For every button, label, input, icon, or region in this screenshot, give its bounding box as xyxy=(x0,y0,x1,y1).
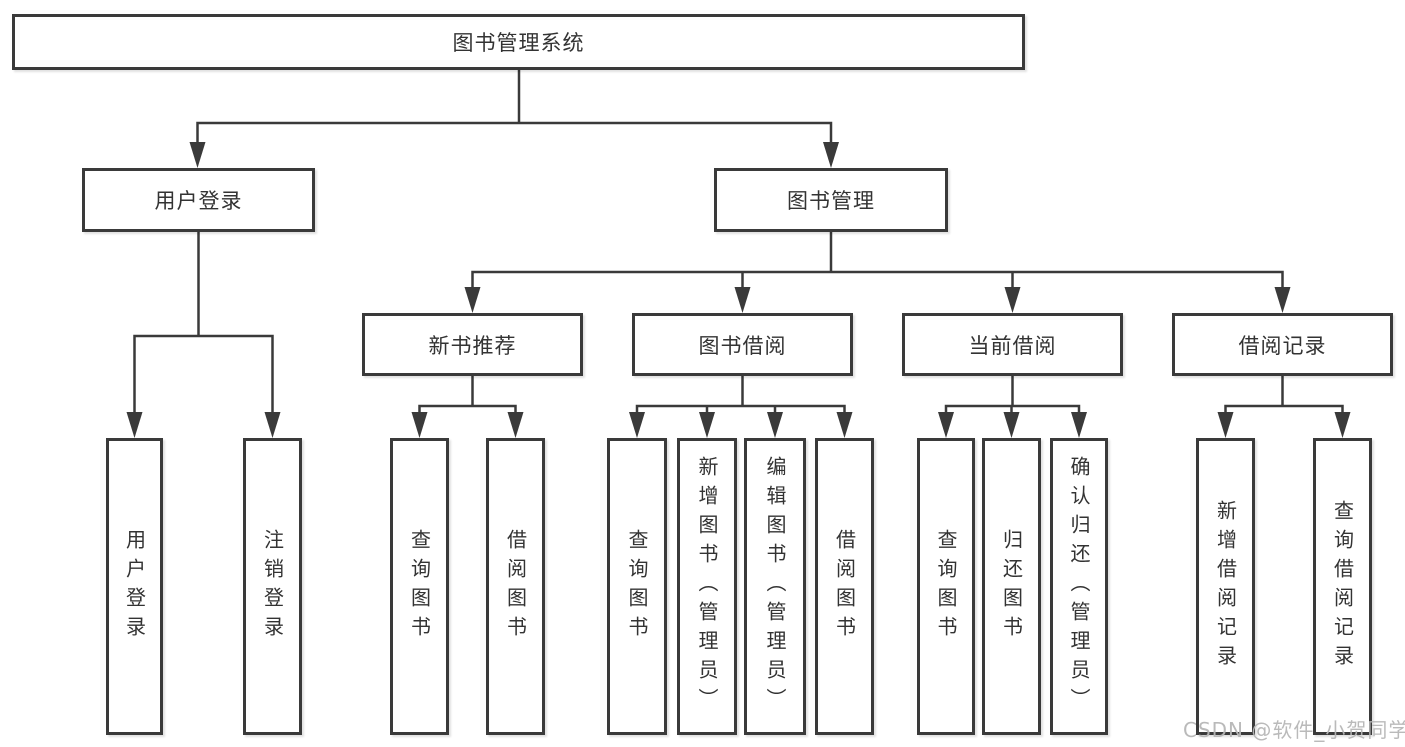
node-label: 借阅图书 xyxy=(503,528,528,645)
node-label: 注销登录 xyxy=(260,528,285,645)
node-label: 查询借阅记录 xyxy=(1330,499,1355,674)
node-label: 图书管理 xyxy=(787,189,875,213)
node-label: 借阅图书 xyxy=(832,528,857,645)
node-label: 借阅记录 xyxy=(1238,333,1327,358)
node-label: 新书推荐 xyxy=(428,333,517,358)
node-label: 用户登录 xyxy=(154,189,243,213)
node-label: 查询图书 xyxy=(625,528,649,645)
node-user-login: 用户登录 xyxy=(82,168,315,232)
node-label: 图书借阅 xyxy=(698,333,787,358)
node-label: 编辑图书（管理员） xyxy=(763,456,787,717)
leaf-confirm-return-admin: 确认归还（管理员） xyxy=(1050,438,1108,735)
node-current-borrow: 当前借阅 xyxy=(902,313,1123,376)
node-label: 查询图书 xyxy=(934,528,958,645)
leaf-query-books-borrow: 查询图书 xyxy=(607,438,667,735)
leaf-logout: 注销登录 xyxy=(243,438,302,735)
node-book-borrow: 图书借阅 xyxy=(632,313,853,376)
node-borrow-records: 借阅记录 xyxy=(1172,313,1393,376)
node-label: 归还图书 xyxy=(999,528,1024,645)
node-book-management: 图书管理 xyxy=(714,168,948,232)
node-label: 查询图书 xyxy=(407,528,432,645)
watermark: CSDN @软件_小贺同学 xyxy=(1183,718,1405,742)
leaf-borrow-books-recommend: 借阅图书 xyxy=(486,438,545,735)
node-label: 确认归还（管理员） xyxy=(1067,456,1091,717)
node-label: 图书管理系统 xyxy=(452,31,585,55)
node-new-book-recommend: 新书推荐 xyxy=(362,313,583,376)
leaf-user-login: 用户登录 xyxy=(106,438,163,735)
node-label: 新增图书（管理员） xyxy=(695,456,719,717)
leaf-borrow-books: 借阅图书 xyxy=(815,438,874,735)
node-root: 图书管理系统 xyxy=(12,14,1025,70)
node-label: 用户登录 xyxy=(122,528,147,645)
leaf-add-book-admin: 新增图书（管理员） xyxy=(677,438,737,735)
leaf-query-books-recommend: 查询图书 xyxy=(390,438,449,735)
node-label: 新增借阅记录 xyxy=(1213,499,1238,674)
leaf-add-borrow-record: 新增借阅记录 xyxy=(1196,438,1255,735)
leaf-query-borrow-record: 查询借阅记录 xyxy=(1313,438,1372,735)
leaf-query-books-current: 查询图书 xyxy=(917,438,975,735)
leaf-return-book: 归还图书 xyxy=(982,438,1041,735)
leaf-edit-book-admin: 编辑图书（管理员） xyxy=(744,438,806,735)
node-label: 当前借阅 xyxy=(968,333,1057,358)
arrowheads xyxy=(126,142,1351,438)
